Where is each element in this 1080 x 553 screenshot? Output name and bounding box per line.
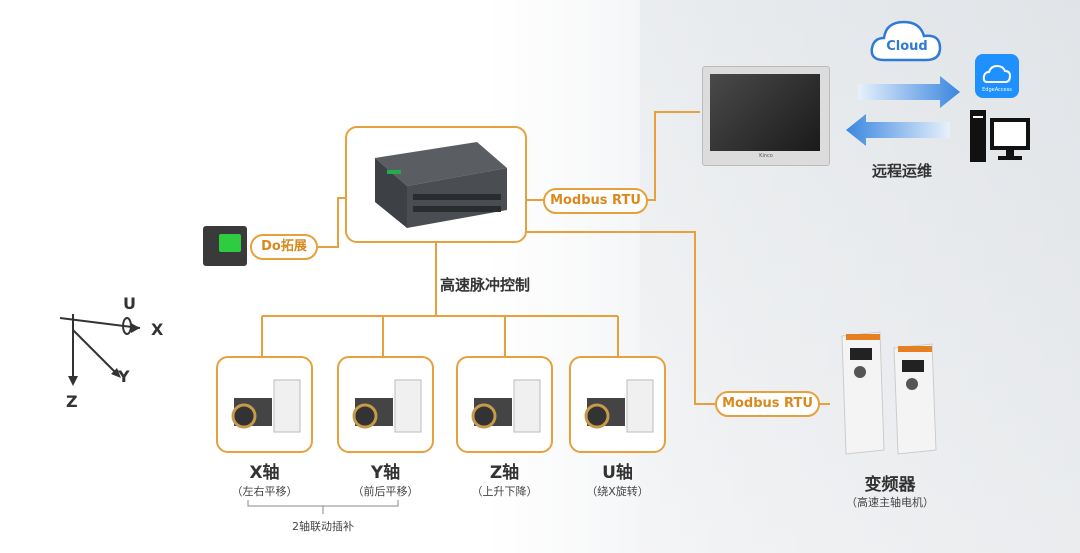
- servo-z-name: Z轴: [489, 463, 520, 483]
- arrow-right-icon: [858, 76, 960, 108]
- servo-box-z: [456, 356, 553, 453]
- plc-box: [345, 126, 527, 243]
- servo-z-desc: （上升下降）: [471, 485, 538, 498]
- hmi-screen: Kinco: [702, 66, 830, 166]
- edge-access-label: EdgeAccess: [982, 87, 1012, 93]
- vfd-name: 变频器: [864, 475, 916, 495]
- do-extension-module: [203, 226, 247, 266]
- hmi-brand: Kinco: [759, 153, 773, 159]
- cloud-label: Cloud: [886, 39, 928, 54]
- servo-motor-icon: [352, 379, 422, 433]
- servo-u-name: U轴: [602, 463, 633, 483]
- modbus-hmi-link-label: Modbus RTU: [543, 188, 648, 214]
- axis-x-label: X: [151, 320, 164, 339]
- servo-box-x: [216, 356, 313, 453]
- servo-motor-icon: [471, 379, 541, 433]
- vfd-device-icon: [841, 331, 937, 455]
- servo-motor-icon: [231, 379, 301, 433]
- axis-diagram: [59, 314, 141, 386]
- modbus-vfd-link-label: Modbus RTU: [715, 391, 820, 417]
- remote-ops-label: 远程运维: [871, 162, 932, 180]
- servo-u-desc: （绕X旋转）: [586, 485, 649, 498]
- axis-y-label: Y: [118, 367, 130, 386]
- servo-x-name: X轴: [249, 463, 280, 483]
- arrow-left-icon: [846, 114, 950, 146]
- servo-box-u: [569, 356, 666, 453]
- servo-x-desc: （左右平移）: [231, 485, 298, 498]
- computer-icon: [970, 110, 1030, 162]
- axis-z-label: Z: [66, 392, 78, 411]
- axis-u-label: U: [123, 294, 136, 313]
- interpolation-label: 2轴联动插补: [292, 520, 354, 533]
- pulse-control-label: 高速脉冲控制: [440, 276, 531, 294]
- servo-box-y: [337, 356, 434, 453]
- servo-y-desc: （前后平移）: [352, 485, 419, 498]
- servo-motor-icon: [584, 379, 654, 433]
- edge-access-icon: EdgeAccess: [975, 54, 1019, 98]
- plc-device-icon: [375, 142, 507, 228]
- do-extension-label: Do拓展: [250, 234, 318, 260]
- cloud-icon: [870, 20, 942, 62]
- servo-y-name: Y轴: [370, 463, 401, 483]
- vfd-desc: （高速主轴电机）: [846, 496, 934, 509]
